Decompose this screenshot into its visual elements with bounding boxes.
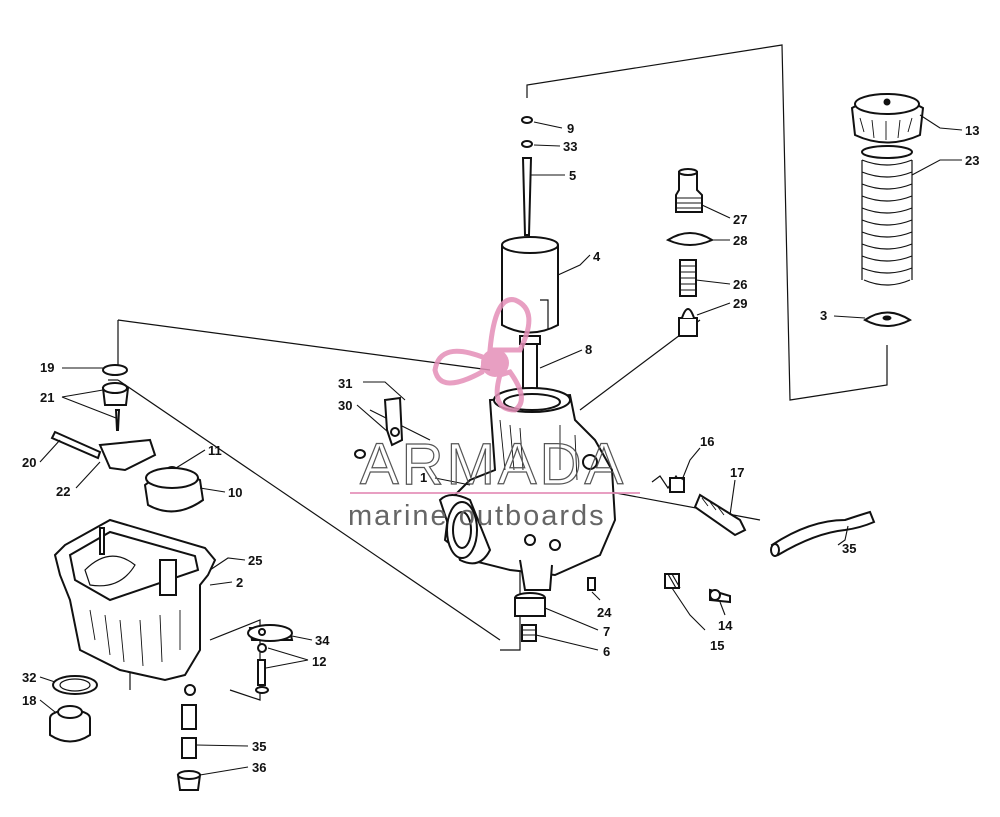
needle-jet <box>519 335 541 396</box>
callout-28: 28 <box>733 233 747 248</box>
float-bowl-group <box>50 364 217 696</box>
callout-27: 27 <box>733 212 747 227</box>
watermark-brand: ARMADA <box>360 432 626 497</box>
callout-8: 8 <box>585 342 592 357</box>
callout-19: 19 <box>40 360 54 375</box>
callout-17: 17 <box>730 465 744 480</box>
cap-spring-assembly <box>850 93 925 327</box>
jet-needle-stack <box>521 116 533 236</box>
idle-screw-assembly <box>651 474 747 537</box>
callout-25: 25 <box>248 553 262 568</box>
callout-23: 23 <box>965 153 979 168</box>
callout-16: 16 <box>700 434 714 449</box>
callout-6: 6 <box>603 644 610 659</box>
callout-21: 21 <box>40 390 54 405</box>
compression-spring <box>861 145 913 286</box>
callout-26: 26 <box>733 277 747 292</box>
callout-1: 1 <box>420 470 427 485</box>
choke-lever <box>354 396 404 459</box>
callout-13: 13 <box>965 123 979 138</box>
propeller-blade-top <box>487 297 532 353</box>
callout-7: 7 <box>603 624 610 639</box>
callout-34: 34 <box>315 633 330 648</box>
propeller-blade-right <box>494 369 524 413</box>
callout-35-hose: 35 <box>842 541 856 556</box>
propeller-hub <box>481 349 509 377</box>
callout-2: 2 <box>236 575 243 590</box>
callout-20: 20 <box>22 455 36 470</box>
callout-24: 24 <box>597 605 612 620</box>
callout-32: 32 <box>22 670 36 685</box>
callout-30: 30 <box>338 398 352 413</box>
callout-33: 33 <box>563 139 577 154</box>
callout-35-jet: 35 <box>252 739 266 754</box>
callout-3: 3 <box>820 308 827 323</box>
callout-36: 36 <box>252 760 266 775</box>
callout-11: 11 <box>208 443 222 458</box>
throttle-slide <box>501 236 559 334</box>
fuel-hose <box>770 510 876 557</box>
callout-14: 14 <box>718 618 733 633</box>
leader-lines <box>39 114 963 776</box>
float-valve-stack <box>665 168 715 337</box>
callout-4: 4 <box>593 249 601 264</box>
drain-parts <box>49 624 294 791</box>
carburetor-body <box>438 387 617 591</box>
callout-12: 12 <box>312 654 326 669</box>
callout-22: 22 <box>56 484 70 499</box>
callout-5: 5 <box>569 168 576 183</box>
callout-31: 31 <box>338 376 352 391</box>
callout-labels: 9 33 5 4 8 27 28 26 29 13 23 3 19 21 20 … <box>22 121 979 775</box>
assembly-lines <box>99 44 888 701</box>
armada-logo-watermark <box>350 297 640 494</box>
callout-10: 10 <box>228 485 242 500</box>
callout-18: 18 <box>22 693 36 708</box>
callout-15: 15 <box>710 638 724 653</box>
propeller-blade-left <box>432 348 488 386</box>
callout-9: 9 <box>567 121 574 136</box>
callout-29: 29 <box>733 296 747 311</box>
watermark-tagline: marine outboards <box>348 500 606 532</box>
pilot-screw-parts <box>514 573 731 642</box>
